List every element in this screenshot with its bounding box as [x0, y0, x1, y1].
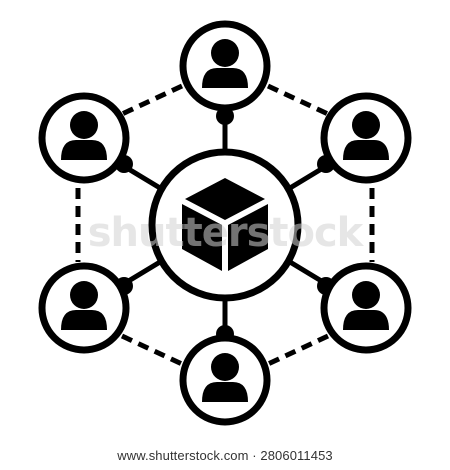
dashed-connections — [75, 83, 375, 367]
footer-bar: www.shutterstock.com · 2806011453 — [0, 440, 450, 470]
person-node-upper-right — [324, 96, 408, 180]
dashed-link — [266, 333, 330, 367]
person-icon — [324, 266, 408, 350]
network-icon — [0, 0, 450, 440]
person-icon — [42, 96, 126, 180]
person-node-lower-right — [324, 266, 408, 350]
person-node-lower-left — [42, 266, 126, 350]
dashed-link — [266, 83, 330, 117]
person-icon — [42, 266, 126, 350]
dashed-link — [120, 333, 184, 367]
person-icon — [183, 338, 267, 422]
person-node-bottom — [183, 338, 267, 422]
person-node-top — [183, 24, 267, 108]
cube-icon — [182, 178, 268, 271]
center-node — [148, 148, 302, 302]
dashed-link — [120, 83, 184, 117]
person-icon — [324, 96, 408, 180]
person-node-upper-left — [42, 96, 126, 180]
footer-text: www.shutterstock.com · 2806011453 — [117, 447, 333, 463]
person-icon — [183, 24, 267, 108]
joint-dot — [216, 107, 234, 125]
